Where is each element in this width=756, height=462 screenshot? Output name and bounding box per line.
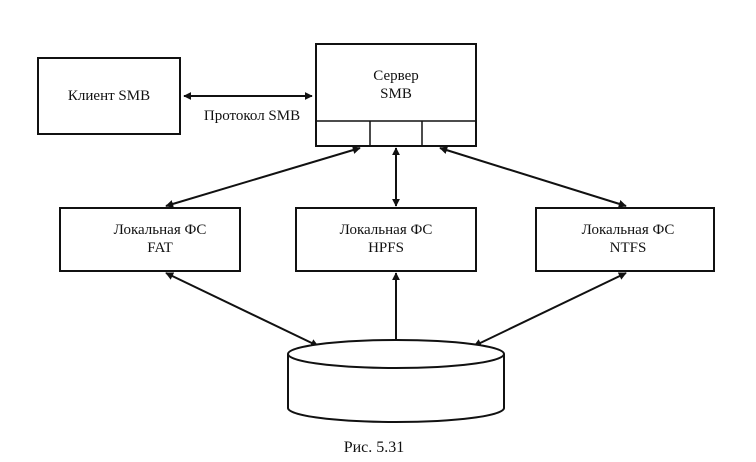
client-label: Клиент SMB	[68, 88, 150, 104]
disk-cylinder-icon	[287, 339, 505, 423]
fat-to-disk-arrow	[165, 272, 319, 347]
server-label-line1: Сервер	[373, 68, 419, 84]
fs-fat-label-line2: FAT	[147, 240, 173, 256]
client-box: Клиент SMB	[37, 57, 181, 135]
server-to-ntfs-arrow	[439, 146, 627, 208]
fs-hpfs-box: Локальная ФС HPFS	[295, 207, 477, 272]
fs-ntfs-box: Локальная ФС NTFS	[535, 207, 715, 272]
fs-ntfs-label-line1: Локальная ФС	[582, 222, 675, 238]
fs-fat-box: Локальная ФС FAT	[59, 207, 241, 272]
server-box: Сервер SMB	[315, 43, 477, 147]
figure-caption: Рис. 5.31	[344, 439, 405, 456]
fs-hpfs-label-line1: Локальная ФС	[340, 222, 433, 238]
protocol-label: Протокол SMB	[204, 108, 300, 124]
fs-ntfs-label-line2: NTFS	[610, 240, 647, 256]
server-to-fat-arrow	[165, 146, 361, 208]
fs-hpfs-label-line2: HPFS	[368, 240, 404, 256]
fs-fat-label-line1: Локальная ФС	[114, 222, 207, 238]
ntfs-to-disk-arrow	[473, 272, 627, 347]
server-label-line2: SMB	[380, 86, 412, 102]
